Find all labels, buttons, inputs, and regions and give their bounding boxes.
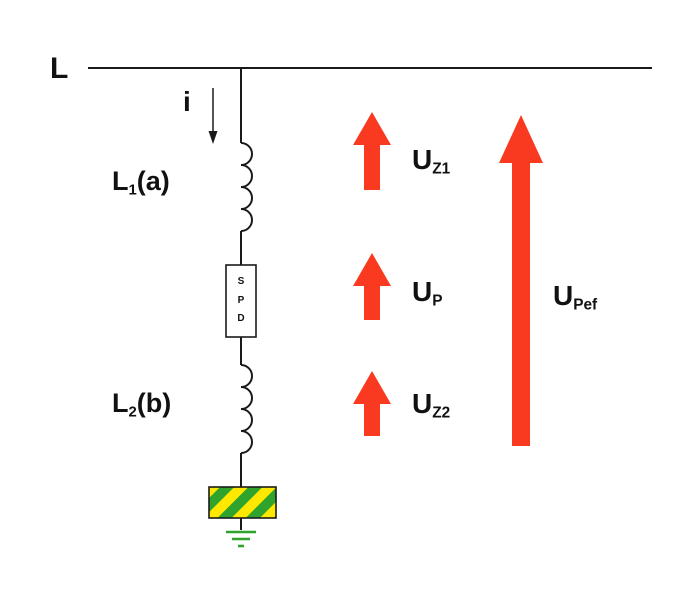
inductor2-suffix: (b) <box>136 388 172 418</box>
inductor1-sub: 1 <box>128 182 137 199</box>
line-label-text: L <box>50 52 69 85</box>
upef-main: U <box>553 280 574 311</box>
current-label-text: i <box>183 86 191 117</box>
upef-sub: Pef <box>573 296 598 314</box>
uz2-sub: Z2 <box>432 404 451 422</box>
voltage-uz2-label: UZ2 <box>412 390 450 421</box>
arrow-uz2 <box>353 371 391 436</box>
arrow-up <box>353 253 391 320</box>
inductor-coil-2 <box>240 364 253 454</box>
arrow-upef <box>499 115 543 446</box>
current-label: i <box>183 88 191 116</box>
uz1-sub: Z1 <box>432 160 451 178</box>
up-sub: P <box>432 292 443 310</box>
ground-symbol <box>226 530 256 548</box>
voltage-upef-label: UPef <box>553 282 597 313</box>
inductor1-label: L1(a) <box>112 168 170 198</box>
uz1-main: U <box>412 144 433 175</box>
inductor2-main: L <box>112 388 129 418</box>
up-main: U <box>412 276 433 307</box>
spd-letter-s: S <box>237 276 245 287</box>
spd-letter-d: D <box>237 313 245 324</box>
voltage-up-label: UP <box>412 278 443 309</box>
earth-bar <box>208 486 277 519</box>
voltage-uz1-label: UZ1 <box>412 146 450 177</box>
uz2-main: U <box>412 388 433 419</box>
current-arrow <box>208 88 218 144</box>
spd-label: S P D <box>227 273 255 329</box>
spd-letter-p: P <box>237 294 245 306</box>
inductor2-label: L2(b) <box>112 390 171 420</box>
inductor1-suffix: (a) <box>136 166 170 196</box>
inductor-coil-1 <box>240 142 253 232</box>
arrow-uz1 <box>353 112 391 190</box>
spd-box <box>225 264 257 338</box>
line-label: L <box>50 54 68 84</box>
inductor1-main: L <box>112 166 129 196</box>
inductor2-sub: 2 <box>128 404 137 421</box>
